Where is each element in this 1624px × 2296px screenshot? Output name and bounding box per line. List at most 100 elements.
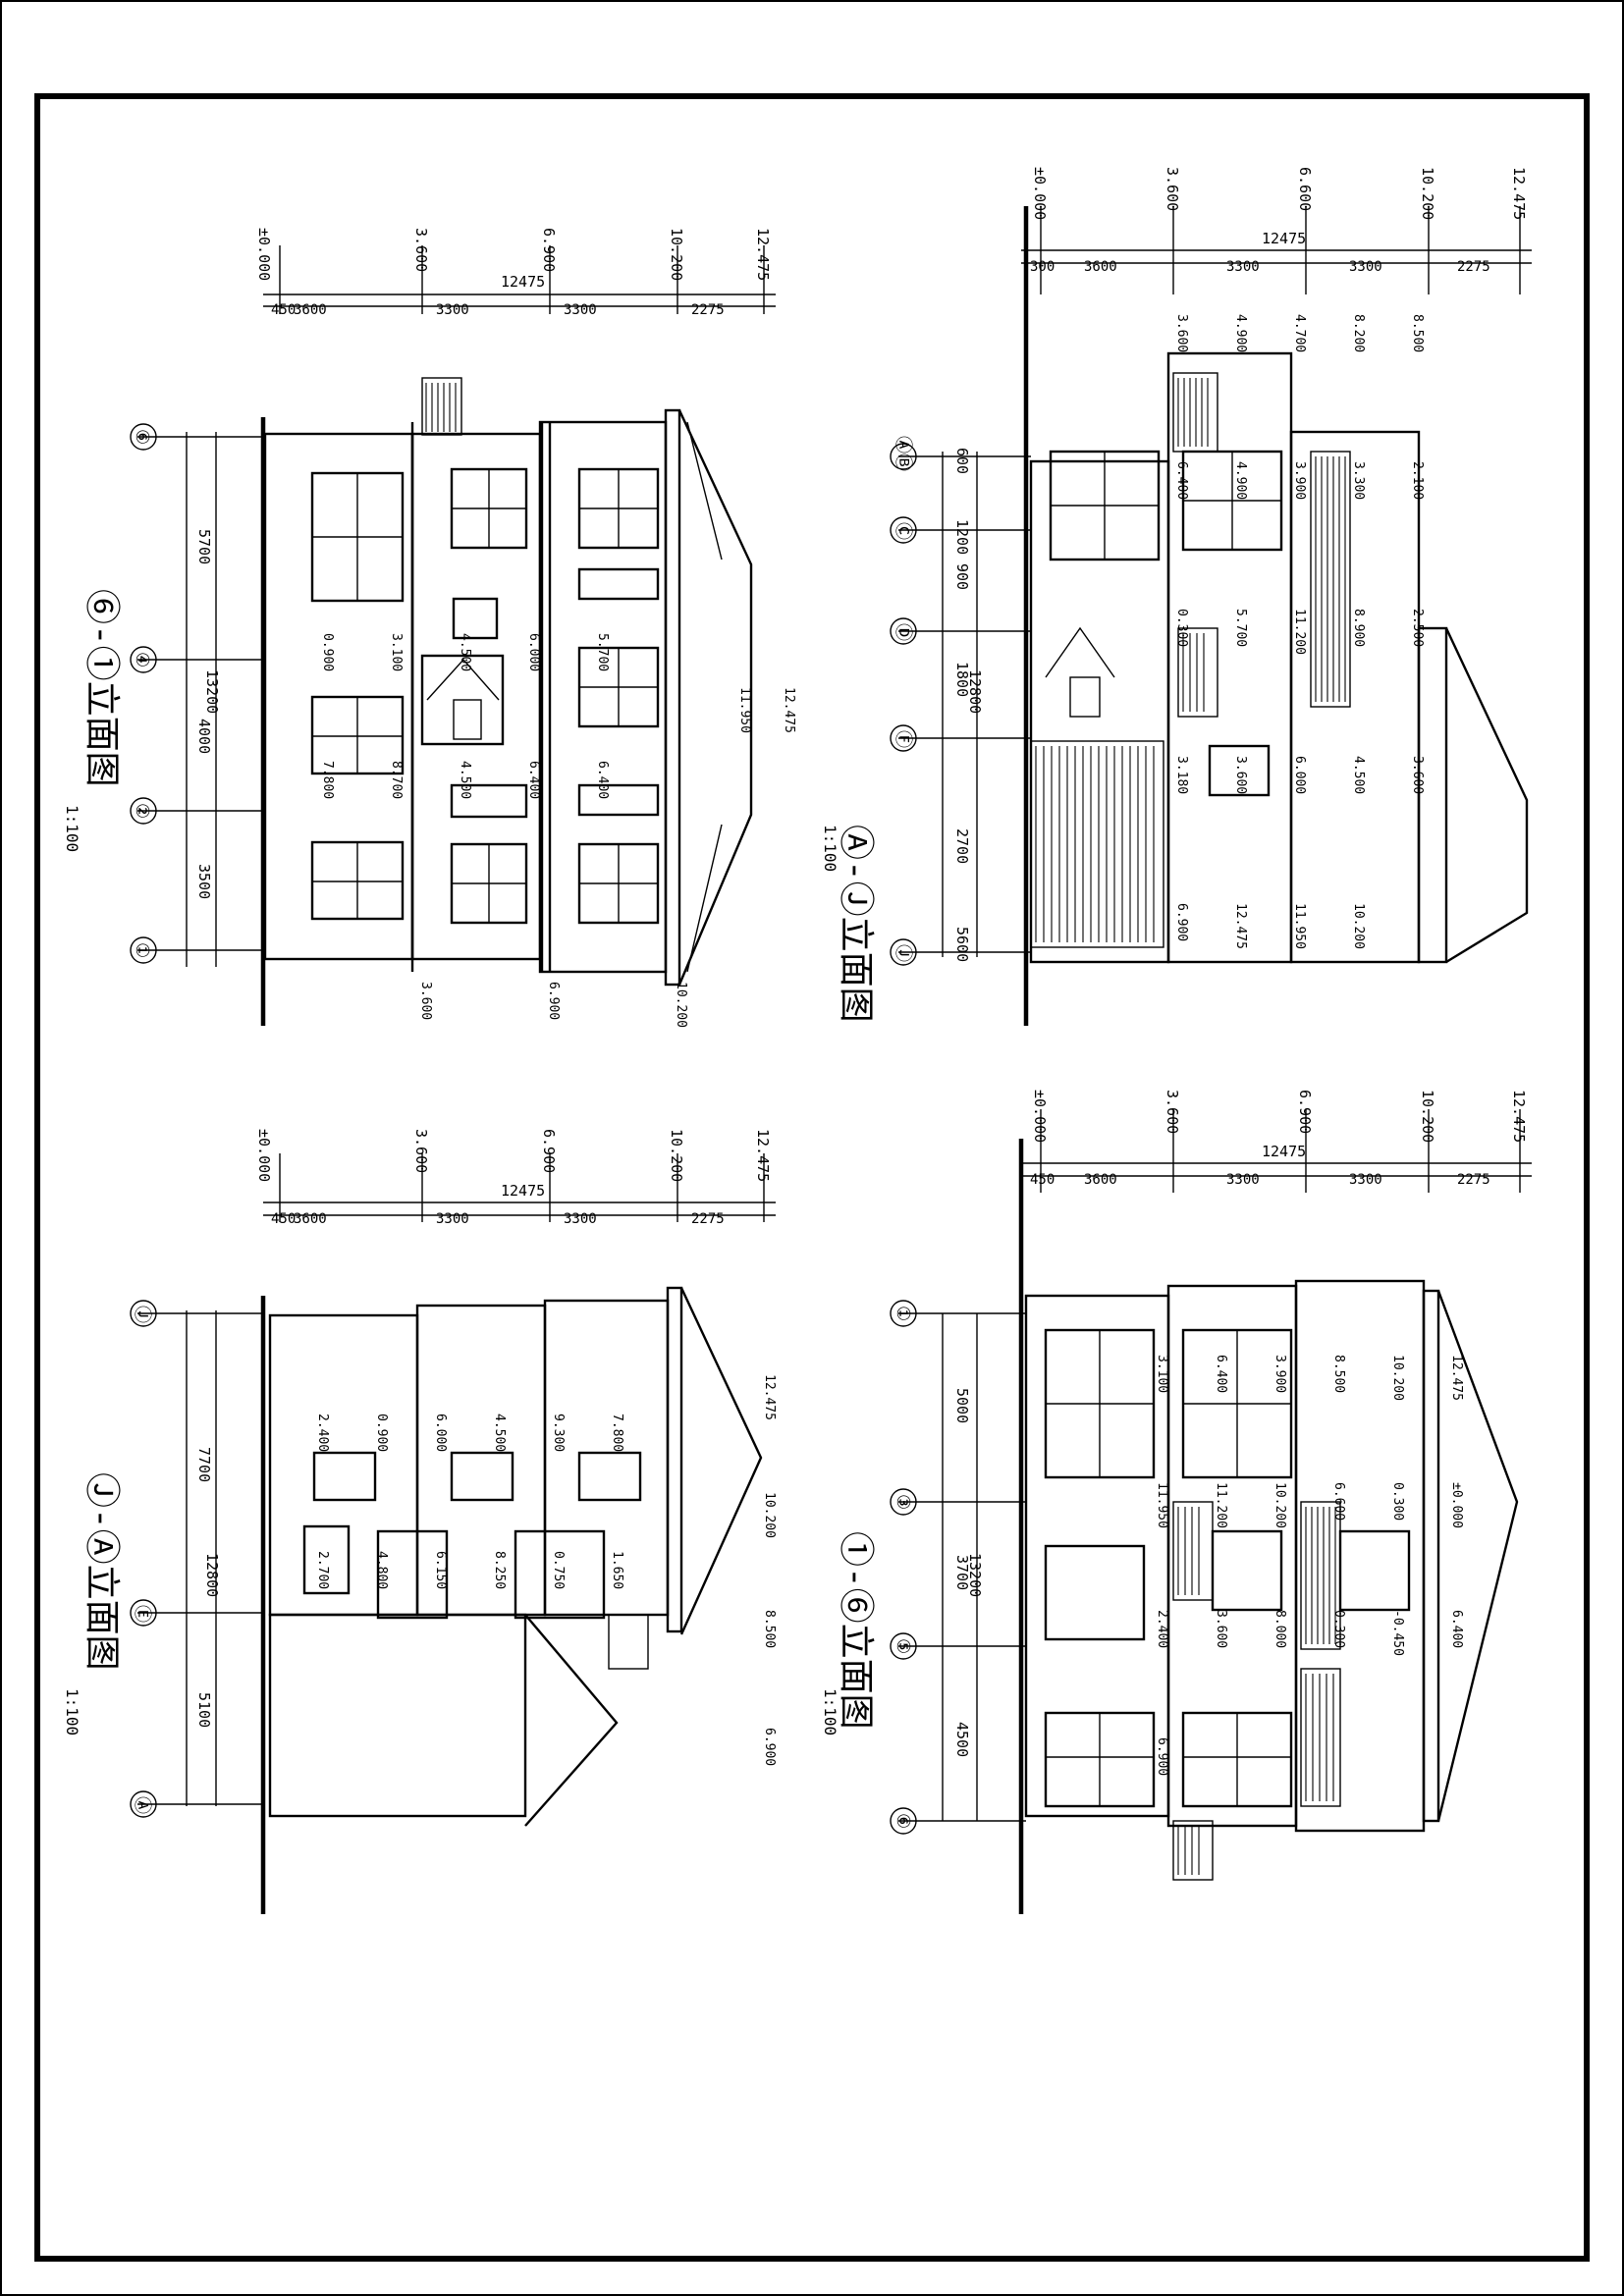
total-width-label: 13200 xyxy=(203,669,221,714)
balcony-hatch-2 xyxy=(1172,372,1351,718)
elevation-marker: 11.200 xyxy=(1292,609,1307,655)
elevation-marker: 3.600 xyxy=(418,982,433,1020)
elevation-marker: 2.700 xyxy=(315,1551,330,1589)
elevation-marker: 12.475 xyxy=(1449,1355,1464,1401)
axis-label: Ⓒ xyxy=(893,522,913,540)
elevation-marker: 8.500 xyxy=(1331,1355,1346,1393)
bay-dim-label: 3500 xyxy=(195,864,213,899)
elevation-marker: 4.500 xyxy=(492,1414,507,1452)
bay-dim-label: 900 xyxy=(953,563,971,590)
level-label: 3.600 xyxy=(1164,1090,1181,1134)
level-label: 3.600 xyxy=(1164,167,1181,211)
elevation-marker: 8.250 xyxy=(492,1551,507,1589)
level-label: 6.900 xyxy=(540,228,558,272)
storey-dim-label: 2275 xyxy=(1457,259,1490,275)
elevation-marker: 3.900 xyxy=(1272,1355,1287,1393)
storey-dim-label: 3600 xyxy=(294,302,327,318)
elevation-marker: 6.400 xyxy=(526,761,541,799)
storey-dim-label: 450 xyxy=(271,302,296,318)
elevation-marker: 12.475 xyxy=(762,1374,777,1420)
bay-dim-label: 2700 xyxy=(953,828,971,864)
elevation-marker: 8.900 xyxy=(1351,609,1366,647)
level-label: 12.475 xyxy=(754,228,772,281)
elevation-marker: 3.300 xyxy=(1351,461,1366,500)
storey-dim-label: 3300 xyxy=(436,1211,469,1227)
elevation-marker: 3.100 xyxy=(389,633,404,671)
axis-label: Ⓕ xyxy=(893,730,913,748)
elevation-marker: 2.400 xyxy=(315,1414,330,1452)
bay-dim-label: 3700 xyxy=(953,1555,971,1590)
elevation-6-1 xyxy=(130,245,776,1026)
elevation-marker: 2.500 xyxy=(1410,609,1425,647)
elevation-marker: 0.900 xyxy=(374,1414,389,1452)
total-width-label: 13200 xyxy=(966,1553,984,1597)
elevation-marker: 4.500 xyxy=(1351,756,1366,794)
elevation-marker: 0.300 xyxy=(1331,1610,1346,1648)
elevation-marker: 7.800 xyxy=(320,761,335,799)
elevation-marker: 11.950 xyxy=(1292,903,1307,949)
level-label: ±0.000 xyxy=(1031,167,1049,220)
storey-dim-label: 300 xyxy=(1030,259,1055,275)
bay-dim-label: 4000 xyxy=(195,719,213,754)
elevation-marker: 3.600 xyxy=(1174,314,1189,352)
storey-dim-label: 3300 xyxy=(1226,1172,1260,1188)
elevation-marker: 5.700 xyxy=(1233,609,1248,647)
elevation-marker: 10.200 xyxy=(1272,1482,1287,1528)
elevation-marker: 0.900 xyxy=(320,633,335,671)
axis-label: Ⓓ xyxy=(893,623,913,641)
level-label: 10.200 xyxy=(668,1129,685,1182)
elevation-marker: 12.475 xyxy=(1233,903,1248,949)
bay-dim-label: 5700 xyxy=(195,529,213,564)
axis-label: ⒶⒷ xyxy=(893,436,913,471)
bay-dim-label: 1200 xyxy=(953,519,971,555)
elevation-marker: 6.900 xyxy=(1174,903,1189,941)
storey-dim-label: 3600 xyxy=(1084,259,1117,275)
axis-label: ⑤ xyxy=(893,1638,913,1654)
elevation-j-a xyxy=(130,1153,776,1914)
elevation-marker: 3.600 xyxy=(1214,1610,1228,1648)
elevation-marker: 10.200 xyxy=(674,982,688,1028)
elevation-marker: 7.800 xyxy=(610,1414,624,1452)
axis-label: ⑥ xyxy=(893,1813,913,1829)
level-label: ±0.000 xyxy=(1031,1090,1049,1143)
elevation-marker: 3.600 xyxy=(1233,756,1248,794)
elevation-marker: 6.900 xyxy=(762,1728,777,1766)
axis-label: Ⓐ xyxy=(132,1796,152,1814)
elevation-marker: 11.200 xyxy=(1214,1482,1228,1528)
bay-dim-label: 5100 xyxy=(195,1692,213,1728)
elevation-marker: 8.000 xyxy=(1272,1610,1287,1648)
total-width-label: 12800 xyxy=(966,669,984,714)
elevation-marker: 6.900 xyxy=(546,982,561,1020)
bay-dim-label: 5600 xyxy=(953,927,971,962)
drawing-frame xyxy=(34,93,1590,2262)
drawing-scale: 1:100 xyxy=(63,1688,81,1735)
elevation-marker: 4.900 xyxy=(1233,461,1248,500)
axis-label: Ⓙ xyxy=(893,944,913,962)
elevation-marker: 4.500 xyxy=(458,633,472,671)
elevation-marker: 3.100 xyxy=(1155,1355,1169,1393)
axis-label: ③ xyxy=(893,1494,913,1510)
elevation-marker: 4.800 xyxy=(374,1551,389,1589)
elevation-marker: 6.000 xyxy=(433,1414,448,1452)
elevation-1-6 xyxy=(890,1109,1532,1914)
elevation-marker: 8.200 xyxy=(1351,314,1366,352)
drawing-scale: 1:100 xyxy=(63,805,81,852)
bay-dim-label: 4500 xyxy=(953,1722,971,1757)
total-width-label: 12800 xyxy=(203,1553,221,1597)
drawing-title: Ⓙ-Ⓐ立面图 xyxy=(81,1472,122,1671)
axis-label: Ⓔ xyxy=(132,1605,152,1623)
elevation-marker: 8.500 xyxy=(1410,314,1425,352)
level-label: ±0.000 xyxy=(255,228,273,281)
elevation-marker: 9.300 xyxy=(551,1414,566,1452)
level-label: 12.475 xyxy=(1510,167,1528,220)
level-label: 10.200 xyxy=(668,228,685,281)
elevation-marker: 4.700 xyxy=(1292,314,1307,352)
elevation-marker: 3.600 xyxy=(1410,756,1425,794)
storey-dim-label: 3600 xyxy=(294,1211,327,1227)
axis-label: ① xyxy=(893,1306,913,1321)
elevation-marker: 4.500 xyxy=(458,761,472,799)
elevation-marker: 11.950 xyxy=(737,687,752,733)
